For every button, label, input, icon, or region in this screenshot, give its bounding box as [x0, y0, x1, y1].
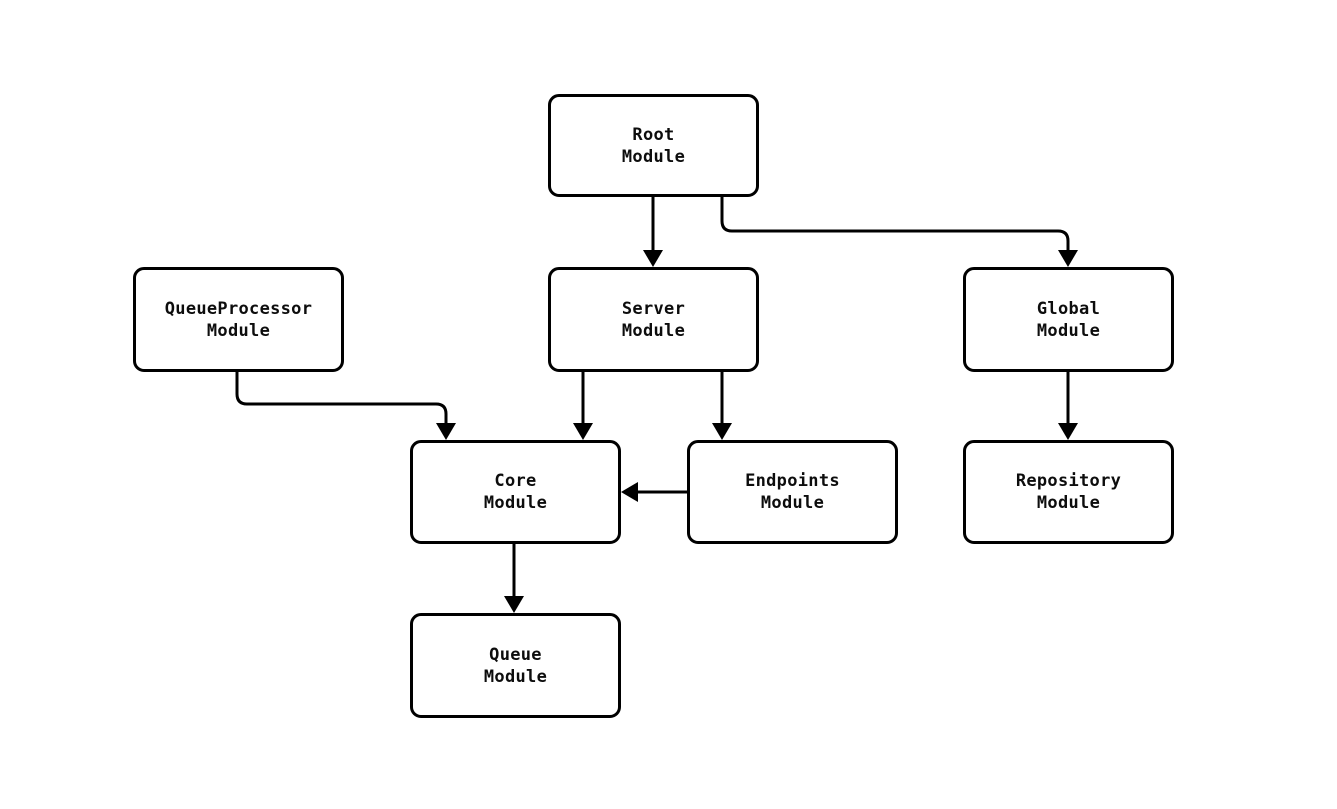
arrow-core-to-queue	[504, 596, 524, 613]
node-queueprocessor-title: QueueProcessor	[164, 298, 313, 319]
node-endpoints-title: Endpoints	[745, 471, 840, 491]
node-endpoints-subtitle: Module	[760, 493, 825, 513]
node-queueprocessor[interactable]: QueueProcessor Module	[133, 267, 344, 372]
node-server[interactable]: Server Module	[548, 267, 759, 372]
node-core[interactable]: Core Module	[410, 440, 621, 544]
node-global-title: Global	[1036, 298, 1101, 319]
node-endpoints[interactable]: Endpoints Module	[687, 440, 898, 544]
arrow-root-to-server	[643, 250, 663, 267]
node-global-subtitle: Module	[1036, 320, 1101, 341]
node-server-title: Server	[621, 298, 686, 319]
node-repository-title: Repository	[1015, 471, 1122, 491]
arrow-server-to-endpoints	[712, 423, 732, 440]
edge-paths	[235, 197, 1070, 596]
arrow-endpoints-to-core	[621, 482, 638, 502]
node-repository[interactable]: Repository Module	[963, 440, 1174, 544]
node-server-subtitle: Module	[621, 320, 686, 341]
arrow-root-to-global	[1058, 250, 1078, 267]
node-root-title: Root	[632, 124, 675, 145]
arrowhead-group	[436, 250, 1078, 613]
edge-queueprocessor-to-core	[235, 372, 448, 423]
node-core-subtitle: Module	[483, 493, 548, 513]
node-queue-title: Queue	[489, 644, 542, 665]
node-core-title: Core	[494, 471, 537, 491]
node-queue-subtitle: Module	[483, 666, 548, 687]
node-root[interactable]: Root Module	[548, 94, 759, 197]
arrow-queueprocessor-to-core	[436, 423, 456, 440]
node-repository-subtitle: Module	[1036, 493, 1101, 513]
node-queue[interactable]: Queue Module	[410, 613, 621, 718]
node-global[interactable]: Global Module	[963, 267, 1174, 372]
arrow-global-to-repository	[1058, 423, 1078, 440]
arrow-server-to-core	[573, 423, 593, 440]
node-root-subtitle: Module	[621, 146, 686, 167]
node-queueprocessor-subtitle: Module	[206, 320, 271, 341]
edge-root-to-global	[720, 197, 1070, 250]
